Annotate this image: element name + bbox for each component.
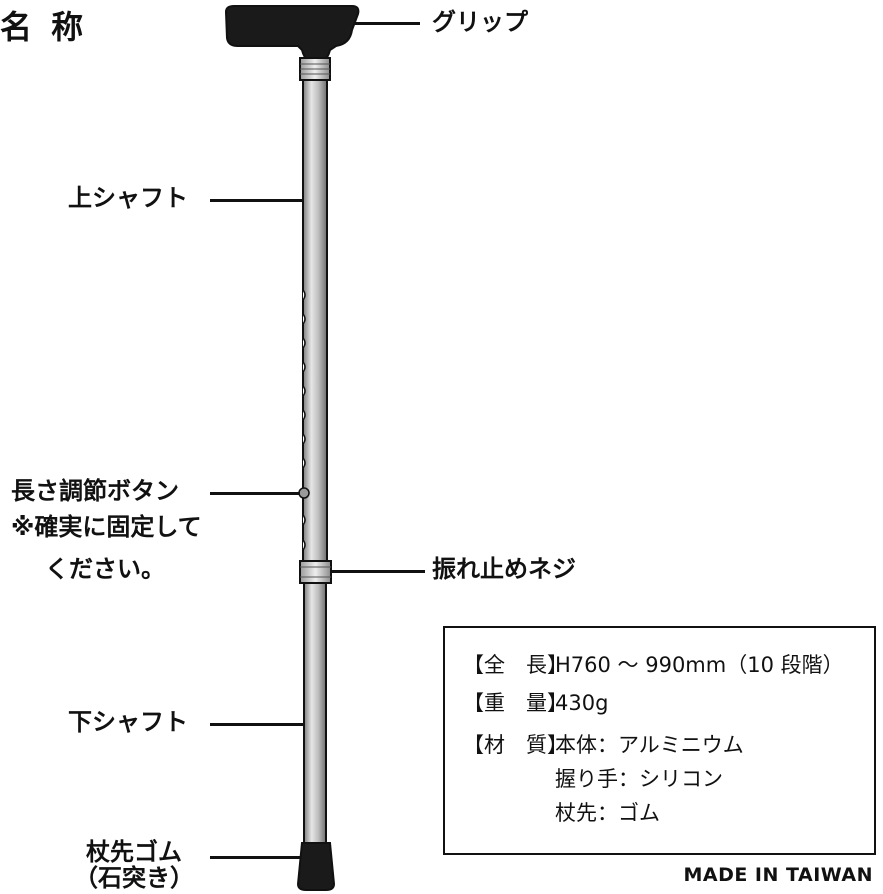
spec-key: 【重 量】 (463, 691, 568, 715)
spec-row-material: 【材 質】本体：アルミニウム (463, 732, 744, 758)
upper-shaft (302, 79, 328, 564)
spec-key: 【全 長】 (463, 653, 568, 677)
lower-shaft-leader-line (210, 723, 304, 726)
spec-row-weight: 【重 量】430g (463, 690, 608, 716)
label-tip-rubber: 杖先ゴム (86, 838, 182, 866)
spec-value: H760 ～ 990mm（10 段階） (555, 653, 844, 677)
anti-wobble-collar (299, 560, 332, 584)
adjustment-holes (302, 289, 306, 551)
label-note-line1: ※確実に固定して (11, 513, 202, 541)
grip-shape (224, 5, 360, 61)
spec-value: 本体：アルミニウム (555, 733, 744, 757)
title: 名 称 (0, 8, 88, 46)
spec-key: 【材 質】 (463, 733, 568, 757)
label-note-line2: ください。 (45, 555, 165, 583)
label-anti-wobble-screw: 振れ止めネジ (432, 555, 576, 583)
label-lower-shaft: 下シャフト (68, 708, 188, 736)
spec-row-tip-material: 杖先：ゴム (463, 800, 660, 826)
grip-leader-line (355, 22, 420, 25)
label-grip: グリップ (432, 8, 528, 36)
label-adjust-button: 長さ調節ボタン (11, 477, 179, 505)
tip-leader-line (210, 856, 300, 859)
screw-leader-line (331, 570, 425, 573)
label-upper-shaft: 上シャフト (68, 184, 188, 212)
rubber-tip (296, 842, 336, 891)
spec-row-grip-material: 握り手：シリコン (463, 766, 723, 792)
adjust-button-leader-line (210, 492, 300, 495)
spec-value: 握り手：シリコン (555, 767, 723, 791)
upper-shaft-leader-line (210, 199, 303, 202)
spec-value: 430g (555, 691, 609, 715)
made-in-label: MADE IN TAIWAN (683, 864, 873, 886)
label-tip-rubber-note: （石突き） (74, 864, 194, 892)
lower-shaft (303, 582, 327, 844)
spec-row-length: 【全 長】H760 ～ 990mm（10 段階） (463, 652, 844, 678)
adjust-button (298, 487, 310, 499)
spec-value: 杖先：ゴム (555, 801, 660, 825)
spec-box: 【全 長】H760 ～ 990mm（10 段階） 【重 量】430g 【材 質】… (443, 626, 876, 855)
